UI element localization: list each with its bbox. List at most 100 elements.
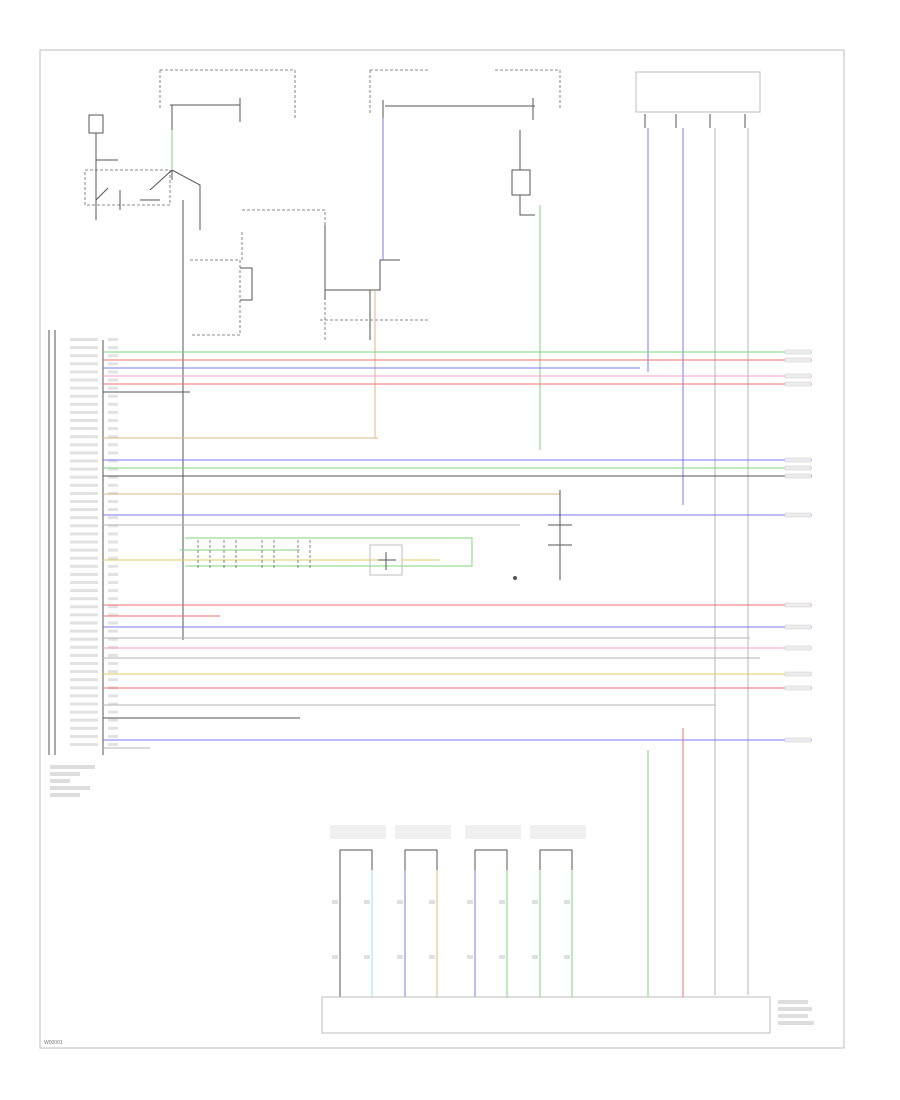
pin-label-block bbox=[70, 459, 98, 463]
pin-label-block bbox=[70, 491, 98, 495]
module-label-block bbox=[50, 765, 95, 797]
pin-label-block bbox=[70, 694, 98, 698]
pin-number-block bbox=[108, 572, 118, 576]
pin-label-block bbox=[70, 548, 98, 552]
pin-label-block bbox=[70, 581, 98, 584]
pin-label-block bbox=[70, 402, 98, 406]
pin-number-block bbox=[108, 378, 118, 382]
sensor-housing bbox=[474, 849, 508, 870]
pin-label-block bbox=[70, 516, 98, 520]
pin-number-block bbox=[108, 613, 118, 617]
top-center-fuse-box bbox=[369, 69, 561, 120]
pin-number-block bbox=[108, 500, 118, 503]
brake-switch bbox=[511, 130, 535, 216]
center-relay-left bbox=[190, 209, 326, 340]
pin-number-block bbox=[108, 694, 118, 698]
pin-number-block bbox=[108, 597, 118, 601]
pin-number-block bbox=[108, 548, 118, 552]
top-right-module-connector bbox=[635, 71, 761, 128]
pin-number-block bbox=[108, 605, 118, 609]
pin-label-block bbox=[70, 702, 98, 706]
pin-number-block bbox=[108, 410, 118, 414]
sensor-lead-label bbox=[397, 900, 403, 904]
pin-label-block bbox=[70, 500, 98, 503]
pin-number-block bbox=[108, 589, 118, 593]
pin-label-block bbox=[70, 572, 98, 576]
destination-tag bbox=[784, 349, 812, 355]
pin-number-block bbox=[108, 491, 118, 495]
destination-tag bbox=[784, 457, 812, 463]
sensor-lead-label bbox=[397, 955, 403, 959]
pin-number-block bbox=[108, 338, 118, 341]
pin-label-block bbox=[70, 362, 98, 366]
pin-label-block bbox=[70, 726, 98, 730]
pin-number-block bbox=[108, 354, 118, 358]
pin-number-block bbox=[108, 419, 118, 422]
pin-number-block bbox=[108, 467, 118, 471]
sensor-lead-label bbox=[467, 955, 473, 959]
pin-number-block bbox=[108, 629, 118, 633]
pin-number-block bbox=[108, 540, 118, 544]
main-module-connector bbox=[48, 330, 104, 755]
pin-number-block bbox=[108, 710, 118, 714]
pin-label-block bbox=[70, 670, 98, 674]
pin-label-block bbox=[70, 427, 98, 431]
sensor-label bbox=[530, 825, 586, 839]
mid-switch-block bbox=[180, 537, 473, 576]
pin-label-block bbox=[70, 710, 98, 714]
pin-label-block bbox=[70, 678, 98, 682]
pin-label-block bbox=[70, 508, 98, 512]
pin-number-block bbox=[108, 524, 118, 528]
sensor-lead-label bbox=[467, 900, 473, 904]
pin-label-block bbox=[70, 370, 98, 374]
pin-number-block bbox=[108, 362, 118, 366]
sensor-lead-label bbox=[499, 955, 505, 959]
pin-number-block bbox=[108, 734, 118, 738]
pin-number-block bbox=[108, 645, 118, 649]
pin-label-block bbox=[70, 645, 98, 649]
pin-number-block bbox=[108, 653, 118, 657]
pin-label-block bbox=[70, 475, 98, 479]
pin-number-block bbox=[108, 702, 118, 706]
destination-tag bbox=[784, 737, 812, 743]
pin-number-block bbox=[108, 556, 118, 560]
destination-tag bbox=[784, 624, 812, 630]
pin-label-block bbox=[70, 540, 98, 544]
pin-label-block bbox=[70, 613, 98, 617]
ground-g1 bbox=[513, 490, 572, 580]
pin-number-block bbox=[108, 435, 118, 439]
pin-number-block bbox=[108, 678, 118, 682]
pin-number-block bbox=[108, 402, 118, 406]
destination-tag bbox=[784, 671, 812, 677]
sensor-lead-label bbox=[564, 900, 570, 904]
sensor-lead-label bbox=[499, 900, 505, 904]
pin-number-block bbox=[108, 443, 118, 447]
destination-tag bbox=[784, 465, 812, 471]
pin-number-block bbox=[108, 386, 118, 390]
destination-tag bbox=[784, 512, 812, 518]
pin-number-block bbox=[108, 743, 118, 746]
bottom-connector bbox=[321, 996, 814, 1034]
pin-number-block bbox=[108, 483, 118, 487]
pin-number-block bbox=[108, 427, 118, 431]
pin-label-block bbox=[70, 354, 98, 358]
pin-number-block bbox=[108, 662, 118, 665]
pin-number-block bbox=[108, 451, 118, 455]
pin-label-block bbox=[70, 524, 98, 528]
pin-number-block bbox=[108, 718, 118, 722]
pin-number-block bbox=[108, 532, 118, 536]
pin-label-block bbox=[70, 734, 98, 738]
pin-number-block bbox=[108, 564, 118, 568]
figure-id: W00001 bbox=[44, 1040, 63, 1046]
sensor-lead-label bbox=[564, 955, 570, 959]
pin-label-block bbox=[70, 338, 98, 341]
pin-label-block bbox=[70, 467, 98, 471]
pin-number-block bbox=[108, 726, 118, 730]
pin-label-block bbox=[70, 451, 98, 455]
destination-tag bbox=[784, 685, 812, 691]
pin-label-block bbox=[70, 410, 98, 414]
pin-label-block bbox=[70, 556, 98, 560]
sensor-lead-label bbox=[364, 955, 370, 959]
pin-label-block bbox=[70, 532, 98, 536]
sensor-label bbox=[465, 825, 521, 839]
